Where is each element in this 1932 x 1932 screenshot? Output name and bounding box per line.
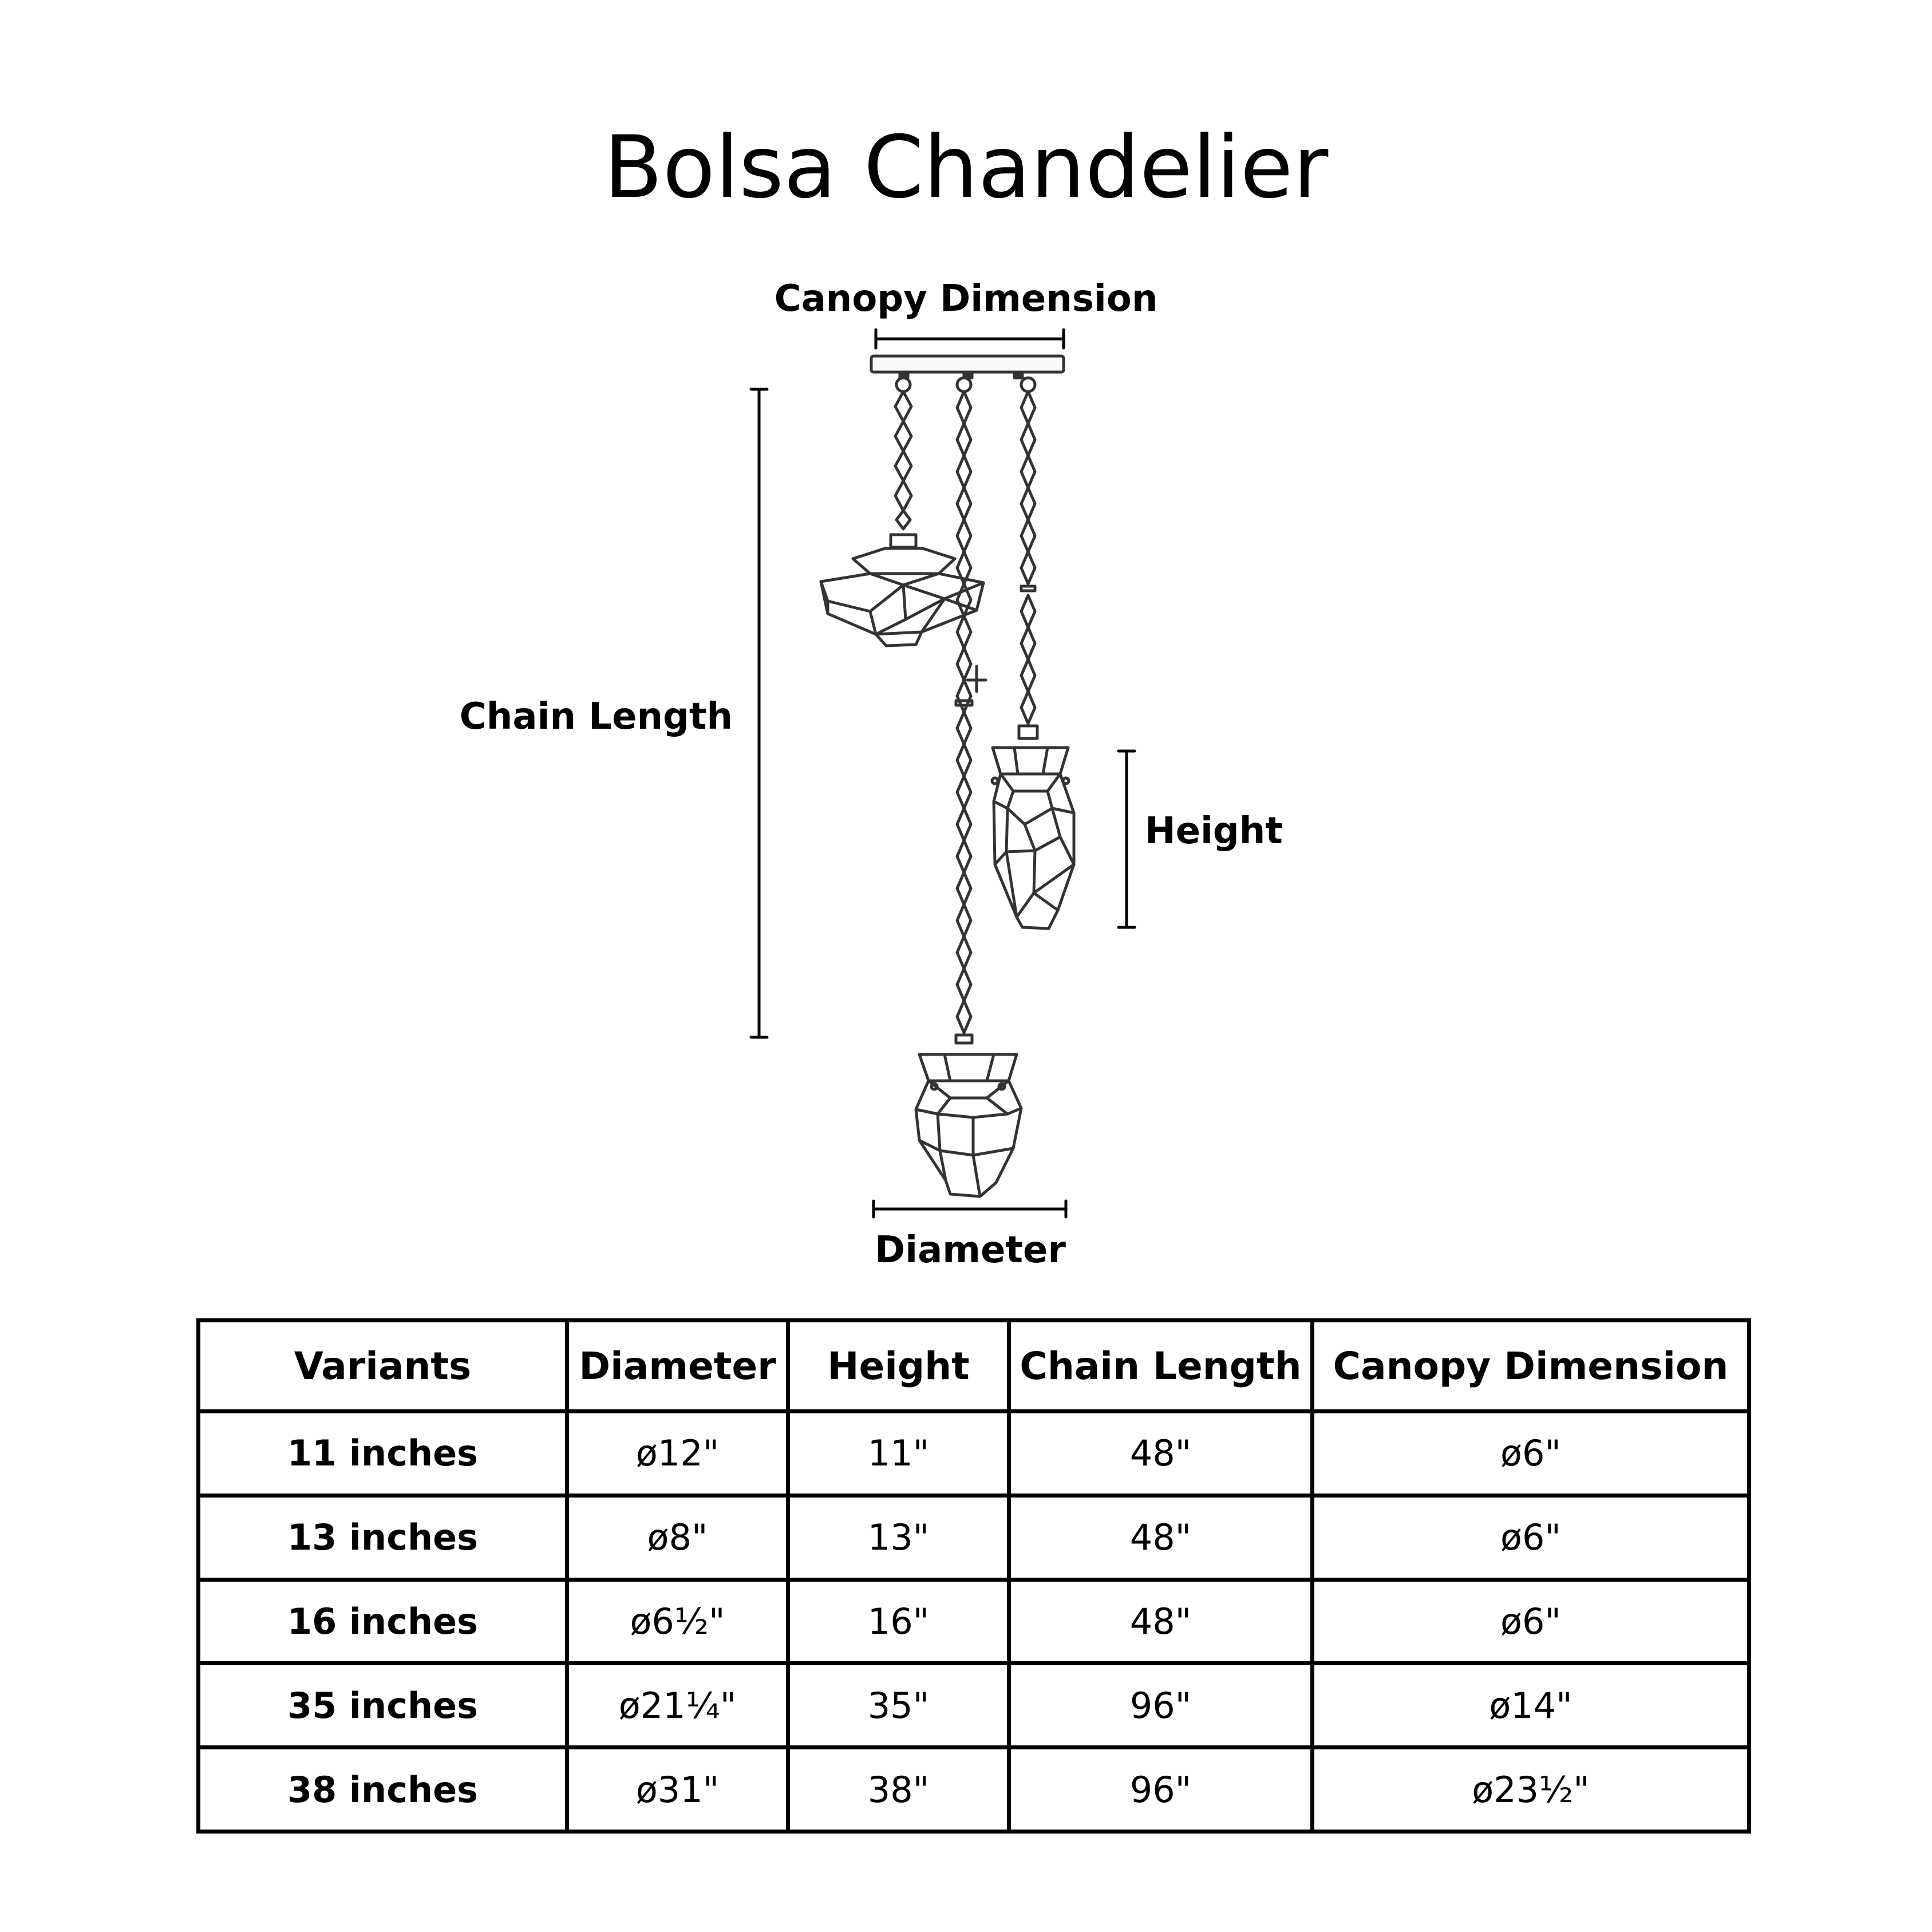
cell-chain-length: 48" xyxy=(1007,1409,1314,1498)
table-row: 38 inches ø31" 38" 96" ø23½" xyxy=(196,1745,1751,1834)
cell-height: 38" xyxy=(786,1745,1011,1834)
cell-variant: 13 inches xyxy=(196,1493,569,1582)
header-chain-length: Chain Length xyxy=(1007,1318,1314,1413)
chandelier-diagram xyxy=(749,328,1136,1219)
cell-diameter: ø6½" xyxy=(565,1577,790,1666)
spec-table: Variants Diameter Height Chain Length Ca… xyxy=(196,1318,1751,1834)
chain-length-dimension-line xyxy=(749,388,769,1039)
cell-canopy-dimension: ø14" xyxy=(1310,1661,1751,1750)
cell-variant: 35 inches xyxy=(196,1661,569,1750)
cell-height: 16" xyxy=(786,1577,1011,1666)
pendant-tall xyxy=(990,746,1076,930)
cell-canopy-dimension: ø6" xyxy=(1310,1577,1751,1666)
diameter-dimension-line xyxy=(872,1199,1068,1219)
canopy-plate xyxy=(870,354,1065,380)
header-height: Height xyxy=(786,1318,1011,1413)
chain-right xyxy=(1017,376,1039,740)
table-row: 11 inches ø12" 11" 48" ø6" xyxy=(196,1409,1751,1498)
chain-middle xyxy=(954,376,987,1045)
cell-chain-length: 48" xyxy=(1007,1493,1314,1582)
page-title: Bolsa Chandelier xyxy=(603,118,1329,218)
table-header-row: Variants Diameter Height Chain Length Ca… xyxy=(196,1318,1751,1413)
table-row: 35 inches ø21¼" 35" 96" ø14" xyxy=(196,1661,1751,1750)
pendant-bottom xyxy=(914,1053,1023,1198)
header-canopy-dimension: Canopy Dimension xyxy=(1310,1318,1751,1413)
diameter-label: Diameter xyxy=(875,1229,1066,1271)
table-row: 16 inches ø6½" 16" 48" ø6" xyxy=(196,1577,1751,1666)
cell-canopy-dimension: ø6" xyxy=(1310,1409,1751,1498)
cell-canopy-dimension: ø23½" xyxy=(1310,1745,1751,1834)
cell-diameter: ø8" xyxy=(565,1493,790,1582)
height-dimension-line xyxy=(1117,749,1136,929)
cell-chain-length: 96" xyxy=(1007,1745,1314,1834)
height-label: Height xyxy=(1145,810,1283,852)
header-diameter: Diameter xyxy=(565,1318,790,1413)
cell-canopy-dimension: ø6" xyxy=(1310,1493,1751,1582)
cell-variant: 11 inches xyxy=(196,1409,569,1498)
chain-length-label: Chain Length xyxy=(459,696,733,738)
table-row: 13 inches ø8" 13" 48" ø6" xyxy=(196,1493,1751,1582)
cell-height: 35" xyxy=(786,1661,1011,1750)
cell-variant: 16 inches xyxy=(196,1577,569,1666)
cell-chain-length: 48" xyxy=(1007,1577,1314,1666)
cell-height: 13" xyxy=(786,1493,1011,1582)
canopy-dimension-line xyxy=(874,328,1065,350)
canopy-dimension-label: Canopy Dimension xyxy=(774,278,1158,320)
cell-diameter: ø12" xyxy=(565,1409,790,1498)
cell-variant: 38 inches xyxy=(196,1745,569,1834)
header-variants: Variants xyxy=(196,1318,569,1413)
cell-chain-length: 96" xyxy=(1007,1661,1314,1750)
cell-diameter: ø31" xyxy=(565,1745,790,1834)
chain-left xyxy=(889,376,918,549)
cell-diameter: ø21¼" xyxy=(565,1661,790,1750)
cell-height: 11" xyxy=(786,1409,1011,1498)
